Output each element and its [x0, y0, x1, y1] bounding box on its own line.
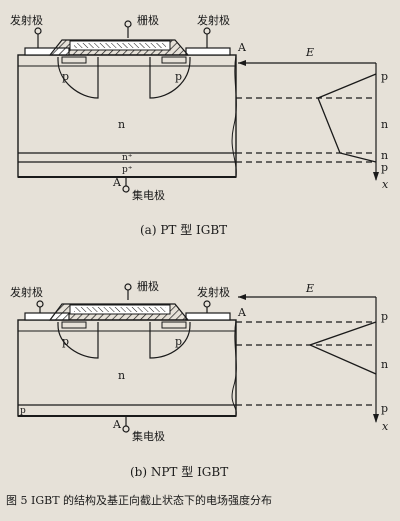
- a-field-profile: [317, 73, 377, 163]
- b-side-n: n: [381, 358, 388, 371]
- b-point-a-bottom: A: [112, 418, 122, 431]
- b-emitter-left-label: 发射极: [10, 285, 43, 299]
- b-field-profile: [308, 321, 377, 375]
- a-gate-poly-fill: [74, 43, 166, 48]
- a-side-n-plus: n: [381, 149, 388, 162]
- a-point-a-top: A: [237, 41, 247, 54]
- a-n-source-right: [161, 56, 187, 64]
- a-p-well-right: [149, 57, 191, 99]
- b-x-axis-arrow: [373, 414, 379, 423]
- diagram-a: 发射极 栅极 发射极: [10, 13, 389, 237]
- b-break-line: [231, 319, 237, 417]
- b-region-n-minus: n: [118, 369, 125, 382]
- a-gate-label: 栅极: [137, 13, 159, 27]
- a-n-source-left: [61, 56, 87, 64]
- a-point-a-bottom: A: [112, 176, 122, 189]
- b-region-p-left: p: [62, 335, 69, 348]
- b-x-axis-label: x: [382, 420, 389, 433]
- a-p-well-left: [57, 57, 99, 99]
- diagram-b: 发射极 栅极 发射极 p p n p: [10, 279, 389, 479]
- b-field-axis-e-label: E: [305, 282, 314, 295]
- b-emitter-right-label: 发射极: [197, 285, 230, 299]
- a-collector-label: 集电极: [132, 188, 165, 202]
- b-collector-terminal: [122, 425, 130, 433]
- a-x-axis-arrow: [373, 172, 379, 181]
- b-p-well-left: [57, 322, 99, 359]
- a-region-n-plus: n⁺: [122, 153, 133, 163]
- a-region-p-left: p: [62, 70, 69, 83]
- b-collector-label: 集电极: [132, 429, 165, 443]
- b-n-source-left: [61, 321, 87, 329]
- b-gate-terminal: [124, 283, 132, 300]
- b-device-body: [17, 319, 237, 417]
- b-n-source-right: [161, 321, 187, 329]
- b-region-p-plus: p: [20, 406, 26, 416]
- b-gate-poly-fill: [74, 307, 166, 312]
- a-emitter-left-label: 发射极: [10, 13, 43, 27]
- a-region-p-right: p: [175, 70, 182, 83]
- a-region-n-minus: n: [118, 118, 125, 131]
- a-gate-terminal: [124, 20, 132, 38]
- a-emitter-right-label: 发射极: [197, 13, 230, 27]
- b-p-well-right: [149, 322, 191, 359]
- a-caption: (a) PT 型 IGBT: [140, 223, 227, 237]
- b-side-p-bottom: p: [381, 402, 388, 415]
- figure-caption: 图 5 IGBT 的结构及基正向截止状态下的电场强度分布: [6, 493, 272, 507]
- a-field-axis-e-label: E: [305, 46, 314, 59]
- b-point-a-top: A: [237, 306, 247, 319]
- a-collector-terminal: [122, 185, 130, 193]
- a-emitter-metal-right: [185, 47, 231, 56]
- b-field-axis-e-arrow: [238, 294, 246, 300]
- a-side-p: p: [381, 70, 388, 83]
- b-region-p-right: p: [175, 335, 182, 348]
- b-gate-label: 栅极: [137, 279, 159, 293]
- b-emitter-metal-right: [185, 312, 231, 321]
- b-side-p: p: [381, 310, 388, 323]
- a-x-axis-label: x: [382, 178, 389, 191]
- a-side-p-bottom: p: [381, 161, 388, 174]
- a-side-n: n: [381, 118, 388, 131]
- a-field-axis-e-arrow: [238, 60, 246, 66]
- a-region-p-plus: p⁺: [122, 165, 133, 175]
- b-caption: (b) NPT 型 IGBT: [130, 465, 228, 479]
